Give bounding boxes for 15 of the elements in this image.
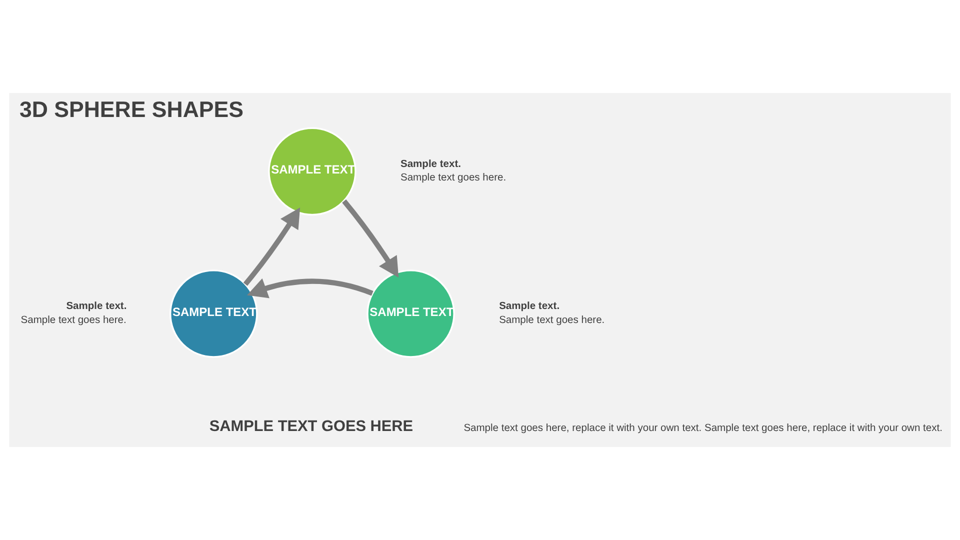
node-label: Sample text goes here. bbox=[20, 314, 126, 326]
node-label: Sample text. bbox=[400, 158, 461, 170]
node-label: Sample text. bbox=[499, 301, 560, 312]
node-circle: SAMPLE TEXT bbox=[268, 127, 356, 216]
node-circle: SAMPLE TEXT bbox=[170, 270, 258, 358]
arrow bbox=[342, 199, 399, 278]
label: SAMPLE TEXT GOES HERE bbox=[209, 418, 414, 436]
label: Sample text goes here, replace it with your own text. Sample text goes here, replace it with your own text. bbox=[464, 422, 942, 434]
node-label: Sample text goes here. bbox=[499, 314, 605, 326]
diagram-title: 3D SPHERE SHAPES bbox=[20, 96, 244, 122]
arrow bbox=[243, 208, 300, 286]
arrow bbox=[246, 278, 374, 298]
node-label: Sample text. bbox=[66, 301, 127, 312]
node-label: Sample text goes here. bbox=[400, 172, 506, 184]
node-circle: SAMPLE TEXT bbox=[366, 270, 455, 358]
